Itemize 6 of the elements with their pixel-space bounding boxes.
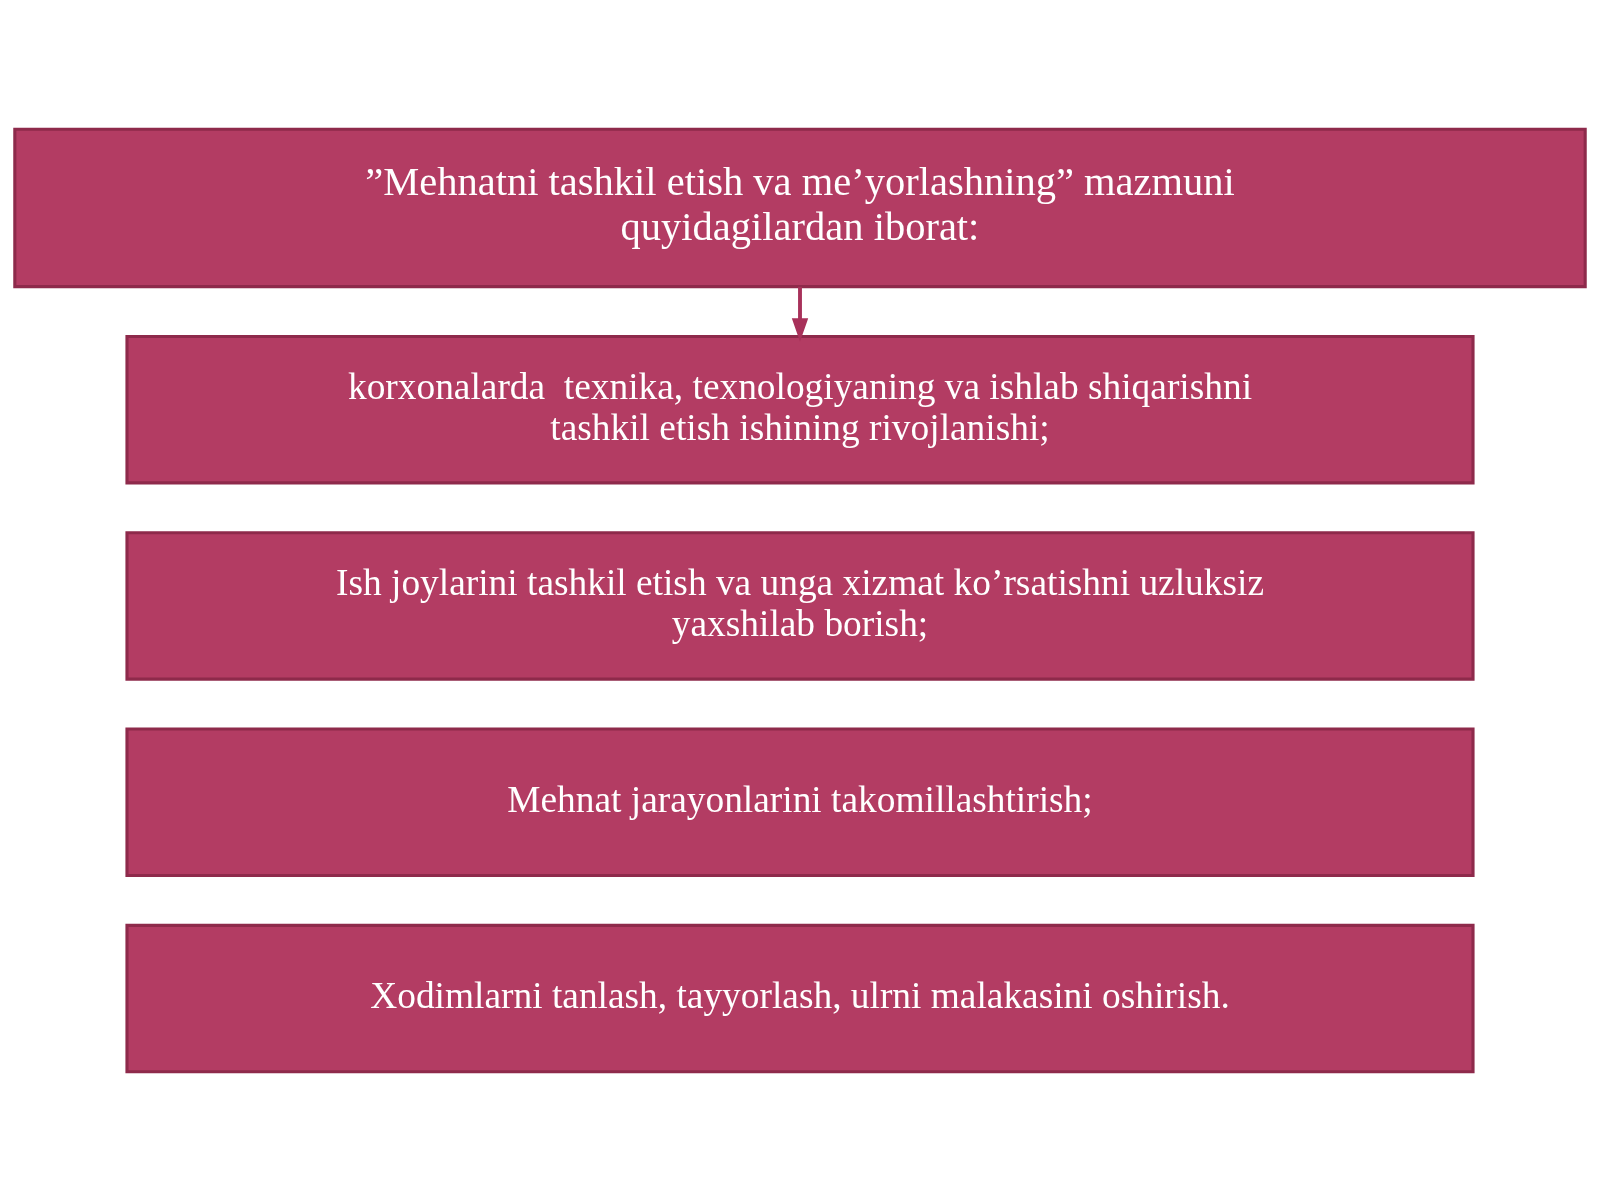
node-box: Xodimlarni tanlash, tayyorlash, ulrni malakasini oshirish. [125,923,1475,1073]
node-box: Ish joylarini tashkil etish va unga xizmat ko’rsatishni uzluksiz yaxshilab borish; [125,530,1475,681]
arrow [791,286,809,342]
node-box: korxonalarda texnika, texnologiyaning va ishlab shiqarishni tashkil etish ishining rivojlanishi; [125,334,1475,484]
node-box: ”Mehnatni tashkil etish va me’yorlashning” mazmuni quyidagilardan iborat: [13,127,1587,288]
node-box: Mehnat jarayonlarini takomillashtirish; [125,726,1475,877]
